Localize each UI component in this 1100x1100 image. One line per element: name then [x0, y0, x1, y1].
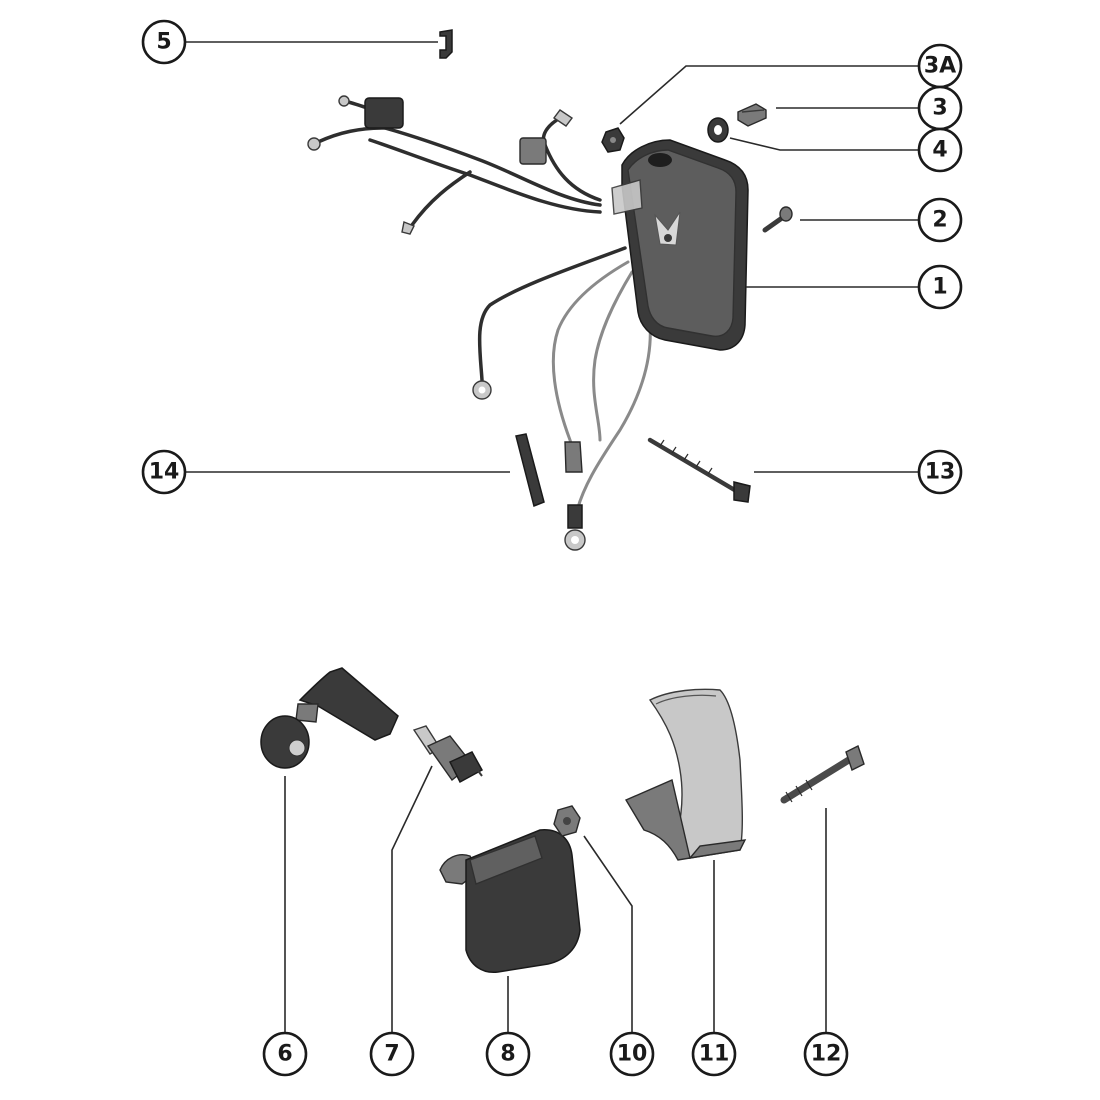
- part-14-sleeve: [515, 433, 545, 508]
- part-5-clip: [439, 29, 453, 59]
- part-13-long-screw: [647, 437, 751, 503]
- svg-text:10: 10: [617, 1042, 648, 1067]
- callout-3: 3: [917, 85, 963, 131]
- callout-10: 10: [609, 1031, 655, 1077]
- part-7-spark-plug: [412, 725, 484, 784]
- box-mounting-hole: [648, 153, 672, 167]
- svg-text:8: 8: [500, 1042, 515, 1067]
- callout-3a: 3A: [917, 43, 963, 89]
- part-1-switch-box: [307, 95, 749, 551]
- ring-terminal: [307, 137, 321, 151]
- svg-text:12: 12: [811, 1042, 842, 1067]
- part-12-bolt: [780, 745, 865, 804]
- svg-text:11: 11: [699, 1042, 730, 1067]
- svg-text:7: 7: [384, 1042, 399, 1067]
- callout-5: 5: [141, 19, 187, 65]
- svg-text:2: 2: [932, 208, 947, 233]
- svg-text:5: 5: [156, 30, 171, 55]
- part-10-nut: [553, 805, 581, 837]
- svg-text:1: 1: [932, 275, 947, 300]
- ring-terminal: [338, 95, 350, 107]
- callout-11: 11: [691, 1031, 737, 1077]
- callout-12: 12: [803, 1031, 849, 1077]
- callout-7: 7: [369, 1031, 415, 1077]
- part-2-screw: [762, 206, 793, 233]
- harness-connector: [364, 97, 404, 129]
- part-4-washer: [707, 117, 729, 143]
- part-3-bolt: [737, 103, 767, 127]
- callout-1: 1: [917, 264, 963, 310]
- part-6-plug-cap: [260, 667, 399, 769]
- part-11-bracket: [624, 688, 747, 861]
- svg-text:3: 3: [932, 96, 947, 121]
- svg-text:4: 4: [932, 138, 947, 163]
- part-8-coil: [439, 829, 581, 973]
- callout-13: 13: [917, 449, 963, 495]
- part-3a-nut: [601, 127, 625, 153]
- harness-connector: [519, 137, 547, 165]
- svg-text:6: 6: [277, 1042, 292, 1067]
- callout-2: 2: [917, 197, 963, 243]
- svg-text:14: 14: [149, 460, 180, 485]
- callout-8: 8: [485, 1031, 531, 1077]
- box-emblem: [654, 211, 681, 246]
- callout-4: 4: [917, 127, 963, 173]
- callout-6: 6: [262, 1031, 308, 1077]
- callout-14: 14: [141, 449, 187, 495]
- svg-text:13: 13: [925, 460, 956, 485]
- svg-text:3A: 3A: [924, 54, 956, 79]
